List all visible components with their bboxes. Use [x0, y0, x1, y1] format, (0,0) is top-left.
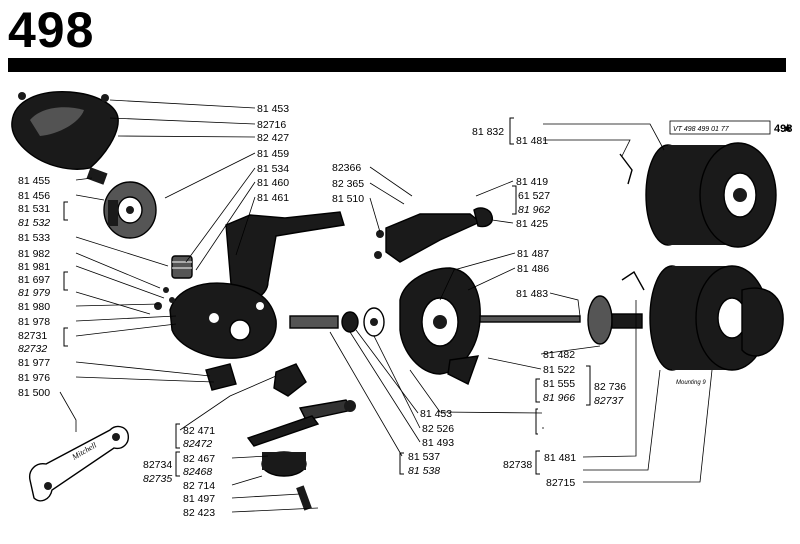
part-label: 82731: [18, 330, 47, 342]
stamp-model: 498: [774, 123, 792, 135]
part-label: 82 714: [183, 480, 215, 492]
part-label: 81 483: [516, 288, 548, 300]
handle-arm: [246, 399, 356, 447]
part-label: 81 486: [517, 263, 549, 275]
part-label: 81 455: [18, 175, 50, 187]
spool-wrench: [29, 425, 129, 502]
part-label: 81 419: [516, 176, 548, 188]
part-label: 81 531: [18, 203, 50, 215]
part-label: 82 365: [332, 178, 364, 190]
part-label: 81 425: [516, 218, 548, 230]
part-label: 82715: [546, 477, 575, 489]
reel-body: [169, 211, 345, 359]
part-label: 81 555: [543, 378, 575, 390]
bail-bracket: [374, 207, 493, 263]
part-label: 81 453: [420, 408, 452, 420]
rotor-cup: [399, 267, 481, 385]
part-label: 82 427: [257, 132, 289, 144]
part-label: 82 736: [594, 381, 626, 393]
part-label: 82 526: [422, 423, 454, 435]
part-label: 81 461: [257, 192, 289, 204]
part-label: 81 966: [543, 392, 575, 404]
spool-spare: [619, 142, 777, 248]
part-label: 81 832: [472, 126, 504, 138]
part-label: 61 527: [518, 190, 550, 202]
part-label: 81 979: [18, 287, 50, 299]
part-label: 81 500: [18, 387, 50, 399]
star-icon: ★: [782, 121, 793, 135]
part-label: 82716: [257, 119, 286, 131]
part-label: 81 697: [18, 274, 50, 286]
group-braces: [63, 117, 591, 477]
part-label: 82735: [143, 473, 172, 485]
part-label: 82468: [183, 466, 212, 478]
part-label: 81 459: [257, 148, 289, 160]
part-label: 81 537: [408, 451, 440, 463]
bushing-part: [171, 255, 193, 279]
part-label: 82734: [143, 459, 172, 471]
drive-gear-assembly: [86, 167, 157, 239]
part-label: 82738: [503, 459, 532, 471]
part-label: 81 538: [408, 465, 440, 477]
anti-reverse-knob: [273, 363, 307, 397]
part-label: 81 510: [332, 193, 364, 205]
part-label: 81 497: [183, 493, 215, 505]
part-label: 81 532: [18, 217, 50, 229]
title-rule: [8, 58, 786, 72]
part-label: 81 456: [18, 190, 50, 202]
mount-note: Mounting 9: [676, 380, 706, 386]
part-label: 82737: [594, 395, 624, 407]
part-label: 81 534: [257, 163, 289, 175]
part-label: 81 453: [257, 103, 289, 115]
part-label: 82 423: [183, 507, 215, 519]
part-label: 81 962: [518, 204, 550, 216]
leader-lines: [59, 99, 713, 513]
part-label: 82 467: [183, 453, 215, 465]
part-label: 81 481: [516, 135, 548, 147]
part-label: 81 482: [543, 349, 575, 361]
part-label: 81 978: [18, 316, 50, 328]
diagram-title: 498: [8, 2, 95, 58]
part-label: 81 533: [18, 232, 50, 244]
spool-shaft: [479, 295, 643, 345]
handle-knob: [261, 451, 312, 511]
part-label: 81 981: [18, 261, 50, 273]
part-label: 81 460: [257, 177, 289, 189]
part-label: 81 522: [543, 364, 575, 376]
part-label: 82366: [332, 162, 361, 174]
part-label: 82472: [183, 438, 212, 450]
part-label: 81 982: [18, 248, 50, 260]
part-label: 81 493: [422, 437, 454, 449]
part-labels: 81 453 82716 82 427 81 459 81 534 81 460…: [18, 103, 792, 519]
part-label: 81 980: [18, 301, 50, 313]
part-label: 81 976: [18, 372, 50, 384]
part-label: 81 487: [517, 248, 549, 260]
part-label: 81 481: [544, 452, 576, 464]
model-stamp: [669, 120, 771, 135]
side-cover-plate: [11, 91, 119, 170]
stamp-text: VT 498 499 01 77: [673, 126, 730, 133]
part-label: 81 977: [18, 357, 50, 369]
part-label: 82732: [18, 343, 47, 355]
spool-mounted: [621, 265, 784, 371]
part-label: 82 471: [183, 425, 215, 437]
main-shaft: [289, 307, 385, 337]
